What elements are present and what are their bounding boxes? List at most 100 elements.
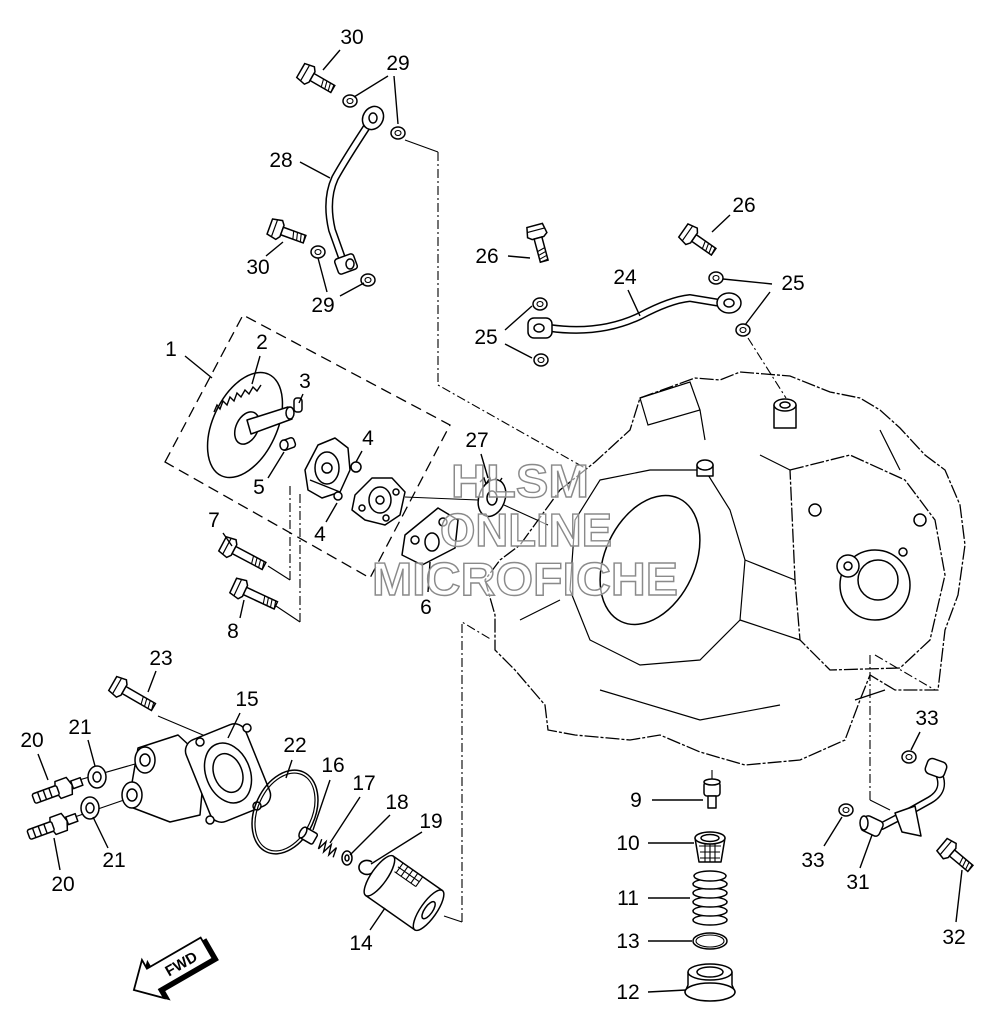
callout-1: 1 (165, 338, 177, 361)
case-knob (696, 459, 714, 477)
washer-21-upper (87, 765, 107, 789)
oil-inlet-fitting (773, 398, 797, 429)
washer-33-lower (838, 803, 854, 817)
washer-33-upper (901, 750, 917, 764)
callout-33: 33 (801, 849, 824, 872)
washer-25 (532, 297, 548, 311)
gear-27 (477, 476, 507, 518)
watermark-line-2: ONLINE (440, 504, 612, 556)
oil-filter-14 (363, 854, 445, 932)
callout-24: 24 (613, 266, 637, 289)
case-boss (808, 503, 822, 517)
callout-13: 13 (616, 930, 639, 953)
screw-7 (217, 534, 270, 576)
callout-30: 30 (340, 26, 363, 49)
leader-lines (37, 49, 963, 993)
callout-2: 2 (256, 331, 268, 354)
callout-26: 26 (475, 245, 498, 268)
washer-25 (533, 353, 549, 367)
callout-29: 29 (311, 294, 334, 317)
callout-21: 21 (68, 716, 91, 739)
callout-23: 23 (149, 647, 172, 670)
washer-21-lower (80, 796, 100, 820)
callout-20: 20 (51, 873, 74, 896)
callout-6: 6 (420, 596, 432, 619)
dowel-pin-5 (279, 437, 297, 451)
bolt-23 (106, 674, 160, 717)
cover-boss-inner (857, 559, 899, 601)
spring-11 (692, 870, 728, 926)
callout-14: 14 (349, 932, 373, 955)
callout-9: 9 (630, 789, 642, 812)
case-boss (898, 547, 908, 557)
callout-28: 28 (269, 149, 292, 172)
cover-small-boss-hole (843, 561, 853, 571)
washer-18 (341, 850, 353, 866)
callout-21: 21 (102, 849, 125, 872)
crankcase (484, 371, 966, 766)
oil-pump-assembly-box (164, 314, 451, 579)
union-bolt-30-top (294, 61, 339, 99)
case-boss (913, 513, 927, 527)
callout-31: 31 (846, 871, 869, 894)
callout-19: 19 (419, 810, 442, 833)
callout-27: 27 (465, 429, 488, 452)
callout-4: 4 (362, 427, 374, 450)
oil-pipe-28 (325, 105, 385, 275)
callout-labels: 30 29 28 30 29 26 26 24 25 25 1 2 3 4 27… (20, 26, 965, 1004)
washer-25 (708, 271, 724, 285)
union-bolt-30-bottom (265, 216, 309, 250)
callout-17: 17 (352, 772, 375, 795)
forward-direction-arrow: FWD (132, 936, 219, 1001)
oil-filter-housing-15 (121, 723, 272, 825)
cylinder-block-top (639, 381, 706, 441)
callout-7: 7 (208, 509, 220, 532)
oil-pump-drive-gear-2 (206, 371, 295, 479)
callout-11: 11 (617, 887, 639, 910)
callout-16: 16 (321, 754, 344, 777)
spring-17 (317, 838, 338, 858)
rotor-4-upper (350, 461, 362, 473)
fitting-20-lower (26, 812, 79, 840)
washer-29 (390, 126, 406, 140)
watermark-line-1: HLSM (451, 455, 589, 507)
rotor-4-lower (333, 491, 343, 501)
callout-10: 10 (616, 832, 639, 855)
callout-30: 30 (246, 256, 269, 279)
cylinder-bore (599, 494, 701, 626)
callout-4: 4 (314, 523, 326, 546)
callout-5: 5 (253, 476, 265, 499)
callout-18: 18 (385, 791, 408, 814)
o-ring-13 (692, 932, 728, 950)
oil-pipe-24 (527, 292, 742, 339)
o-ring-22 (251, 769, 319, 855)
callout-15: 15 (235, 688, 258, 711)
callout-22: 22 (283, 734, 306, 757)
union-bolt-26-right (676, 221, 721, 261)
callout-32: 32 (942, 926, 965, 949)
callout-12: 12 (616, 981, 639, 1004)
bolt-9 (703, 778, 721, 809)
callout-20: 20 (20, 729, 43, 752)
bolt-32 (934, 836, 978, 877)
strainer-10 (694, 831, 726, 863)
callout-8: 8 (227, 620, 239, 643)
screw-8 (228, 575, 281, 616)
callout-26: 26 (732, 194, 755, 217)
oil-pump-cover (351, 477, 406, 526)
crankcase-inner-contour (569, 469, 746, 666)
part-16 (298, 826, 319, 845)
circlip-19 (358, 859, 374, 876)
fitting-20-upper (31, 776, 84, 804)
drain-plug-12 (684, 963, 736, 1002)
callout-33: 33 (915, 707, 938, 730)
gasket-6 (401, 507, 459, 566)
washer-25 (735, 323, 751, 337)
oil-pump-housing (304, 437, 351, 499)
watermark-line-3: MICROFICHE (372, 553, 678, 605)
oil-hose-31 (859, 757, 948, 837)
watermark: HLSM ONLINE MICROFICHE (371, 454, 678, 605)
callout-3: 3 (299, 370, 311, 393)
washer-29 (310, 245, 326, 259)
